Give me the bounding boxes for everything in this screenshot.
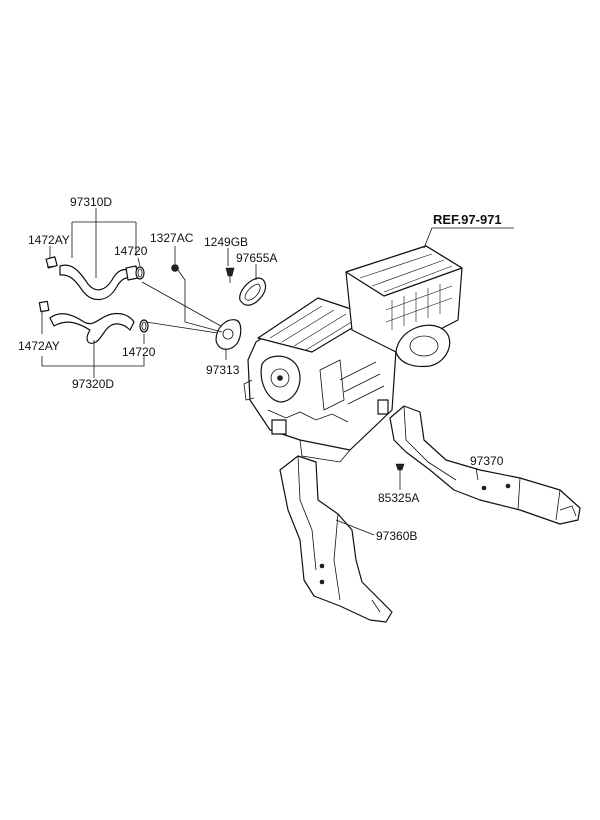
label-97370: 97370 [470, 454, 504, 468]
label-1327ac: 1327AC [150, 231, 194, 245]
clamp-upper-left [45, 256, 58, 269]
duct-97370 [389, 405, 581, 525]
heater-hose-lower [49, 312, 135, 344]
screw-1249gb [225, 267, 235, 283]
label-97310d: 97310D [70, 195, 112, 209]
clip-85325a [395, 463, 405, 478]
nut-1327ac [171, 264, 179, 272]
label-97360b: 97360B [376, 529, 417, 543]
seal-97655a [239, 277, 267, 306]
label-1249gb: 1249GB [204, 235, 248, 249]
clamp-lower-left [38, 300, 50, 313]
clamp-lower-right [139, 319, 149, 333]
duct-97360b [279, 455, 393, 623]
label-1472ay-upper: 1472AY [28, 233, 70, 247]
label-ref-97-971: REF.97-971 [433, 212, 502, 227]
clamp-upper-right [135, 266, 145, 280]
heater-hose-upper [59, 264, 139, 301]
heater-unit-assembly [243, 245, 463, 463]
label-14720-upper: 14720 [114, 244, 148, 258]
grommet-97313 [215, 319, 242, 350]
part-labels: 97310D 1472AY 14720 1327AC 1249GB 97655A… [18, 195, 504, 543]
label-1472ay-lower: 1472AY [18, 339, 60, 353]
leader-lines [41, 208, 514, 536]
label-14720-lower: 14720 [122, 345, 156, 359]
label-97313: 97313 [206, 363, 240, 377]
label-97320d: 97320D [72, 377, 114, 391]
label-85325a: 85325A [378, 491, 419, 505]
label-97655a: 97655A [236, 251, 277, 265]
